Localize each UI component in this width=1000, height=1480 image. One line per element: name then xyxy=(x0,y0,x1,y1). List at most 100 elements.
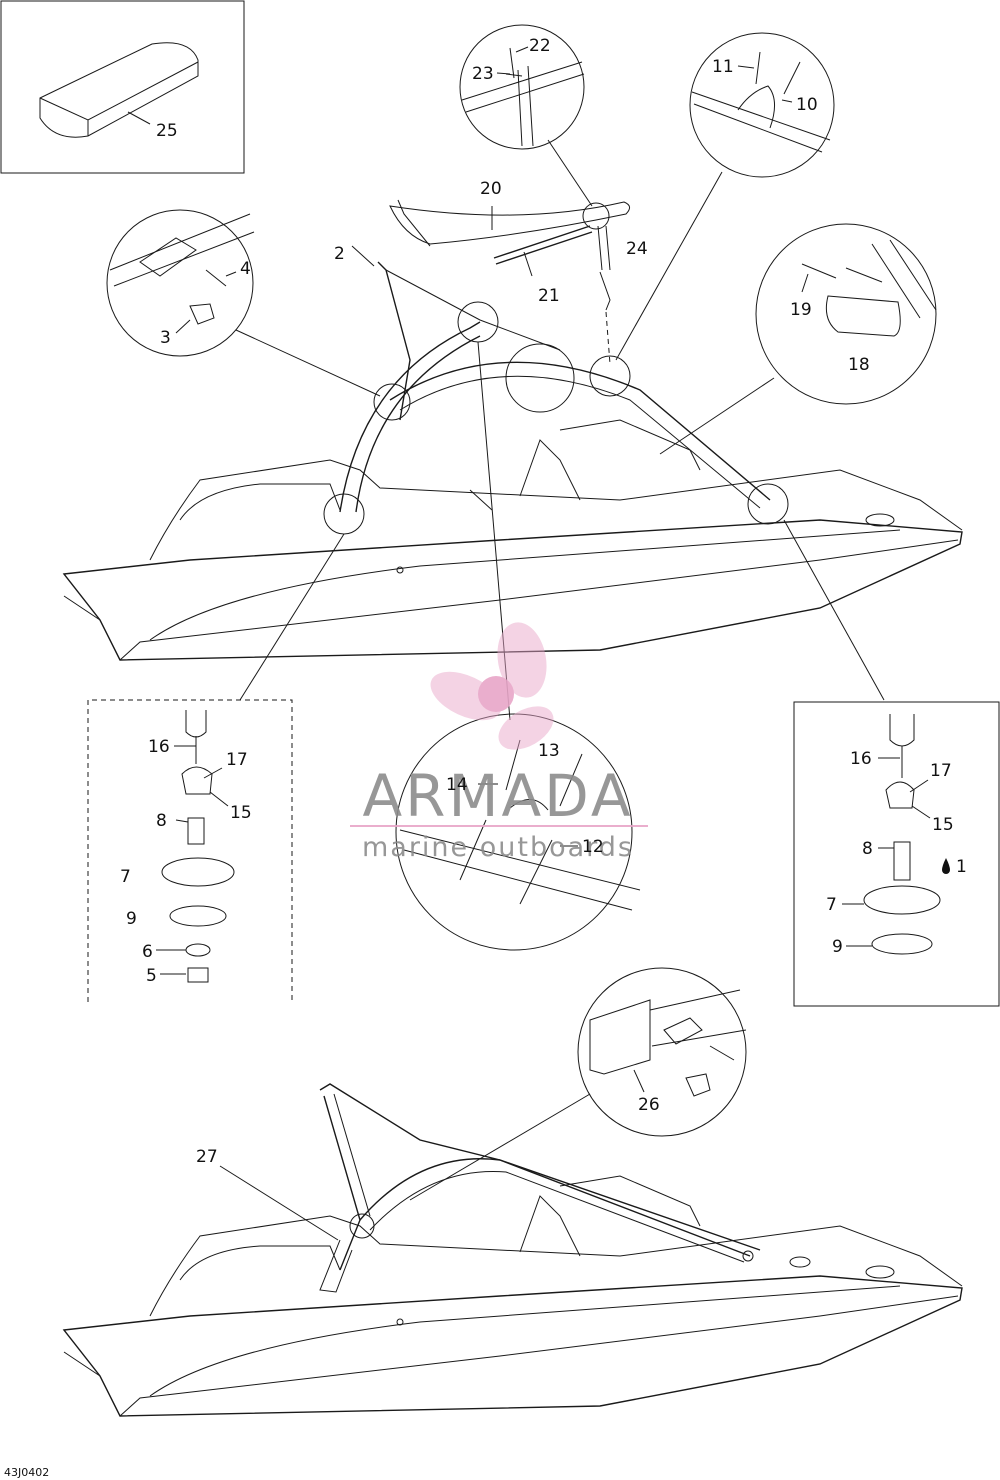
tower-front-mount xyxy=(742,1250,754,1262)
leader-4 xyxy=(225,271,237,277)
callout-6: 6 xyxy=(142,942,153,962)
screw-part xyxy=(709,1045,735,1061)
tower-upright-2 xyxy=(377,261,411,421)
callout-25: 25 xyxy=(156,121,178,141)
callout-18: 18 xyxy=(848,355,870,375)
watermark-tagline: marine outboards xyxy=(362,832,634,863)
joint-part xyxy=(582,202,610,230)
attach-point-front-top xyxy=(589,355,631,397)
deck-line xyxy=(149,1215,963,1317)
pin-part-24 xyxy=(597,225,611,271)
bar-segment xyxy=(649,989,747,1047)
callout-20: 20 xyxy=(480,179,502,199)
bow-hatch xyxy=(865,1265,895,1279)
diagram-code: 43J0402 xyxy=(4,1466,49,1479)
callout-14: 14 xyxy=(446,775,468,795)
detail-frame xyxy=(793,701,1000,1007)
bow-hatch xyxy=(865,513,895,527)
deck-line xyxy=(149,459,963,561)
bolt-part-8 xyxy=(187,817,205,845)
hull-outline xyxy=(62,1275,963,1417)
cushion-part xyxy=(39,42,199,138)
leader-11 xyxy=(737,65,755,69)
knob-part xyxy=(189,303,215,325)
tower-arch-inner xyxy=(399,375,761,509)
attach-point-center xyxy=(505,343,575,413)
watermark-brand: ARMADA xyxy=(362,762,633,830)
bar-segment xyxy=(461,61,585,113)
cap-part-17 xyxy=(181,766,213,795)
callout-16-right: 16 xyxy=(850,749,872,769)
detail-connector xyxy=(615,171,723,361)
hull-strake xyxy=(149,1285,901,1397)
tube-end xyxy=(889,714,915,747)
callout-11: 11 xyxy=(712,57,734,77)
plate-part xyxy=(825,295,901,337)
detail-circle xyxy=(577,967,747,1137)
callout-1: 1 xyxy=(956,857,967,877)
connector-center-circle xyxy=(477,341,511,721)
tower-arch xyxy=(359,1158,751,1257)
callout-17-left: 17 xyxy=(226,750,248,770)
callout-9-left: 9 xyxy=(126,909,137,929)
tube-end xyxy=(185,710,207,738)
tube-clip xyxy=(737,85,775,129)
leader-23 xyxy=(496,72,511,75)
leader-2 xyxy=(351,245,375,267)
mount-detail-box-left xyxy=(87,699,293,1002)
leader-19 xyxy=(801,273,809,293)
callout-17-right: 17 xyxy=(930,761,952,781)
detail-frame xyxy=(0,0,245,174)
bolt-part xyxy=(509,47,515,79)
tower-leg-rear-inner xyxy=(355,335,481,513)
seat-back xyxy=(519,1195,581,1257)
leader-25 xyxy=(127,111,151,125)
pin-lower xyxy=(599,271,611,311)
seat-back xyxy=(519,439,581,501)
callout-9-right: 9 xyxy=(832,937,843,957)
attach-point-front-deck xyxy=(747,483,789,525)
tube-segments xyxy=(459,819,553,905)
detail-circle-10-11 xyxy=(615,32,835,361)
detail-connector xyxy=(235,329,381,397)
detail-connector xyxy=(409,1093,591,1201)
tower-top-rail xyxy=(319,1083,761,1251)
hull-fitting xyxy=(396,1318,404,1326)
detail-circle xyxy=(106,209,254,357)
detail-circle-3-4 xyxy=(106,209,381,397)
tower-rear-leg-inner xyxy=(333,1093,371,1217)
attach-point-top xyxy=(457,301,499,343)
callout-19: 19 xyxy=(790,300,812,320)
bar-segment xyxy=(691,91,831,153)
callout-26: 26 xyxy=(638,1095,660,1115)
callout-3: 3 xyxy=(160,328,171,348)
connector-left-box xyxy=(239,533,345,701)
leader-3 xyxy=(175,319,191,334)
bar-segment xyxy=(871,239,937,319)
detail-circle xyxy=(395,713,633,951)
washer-part-6 xyxy=(185,943,211,957)
callout-22: 22 xyxy=(529,36,551,56)
tow-post xyxy=(469,489,493,511)
windshield xyxy=(559,1175,701,1227)
callout-10: 10 xyxy=(796,95,818,115)
attach-point-rear-upper xyxy=(373,383,411,421)
leader-15 xyxy=(209,791,229,807)
washer-part-9 xyxy=(871,933,933,955)
detail-circle xyxy=(459,24,585,150)
callout-labels: 25 22 23 11 10 20 24 21 2 4 3 19 18 16 1… xyxy=(120,36,967,1167)
pad-part-7 xyxy=(863,885,941,915)
hull-chine xyxy=(63,1295,959,1417)
tower-support-27 xyxy=(319,1239,353,1293)
rear-seat xyxy=(179,483,341,521)
upper-boat-drawing xyxy=(62,245,963,721)
tower-arch-inner xyxy=(369,1170,745,1263)
knob-part-26 xyxy=(685,1073,711,1097)
callout-8-right: 8 xyxy=(862,839,873,859)
cushion-detail-box xyxy=(0,0,245,174)
leader-21 xyxy=(523,251,533,277)
cushion-edge xyxy=(39,61,199,136)
attach-point-rear-deck xyxy=(323,493,365,535)
